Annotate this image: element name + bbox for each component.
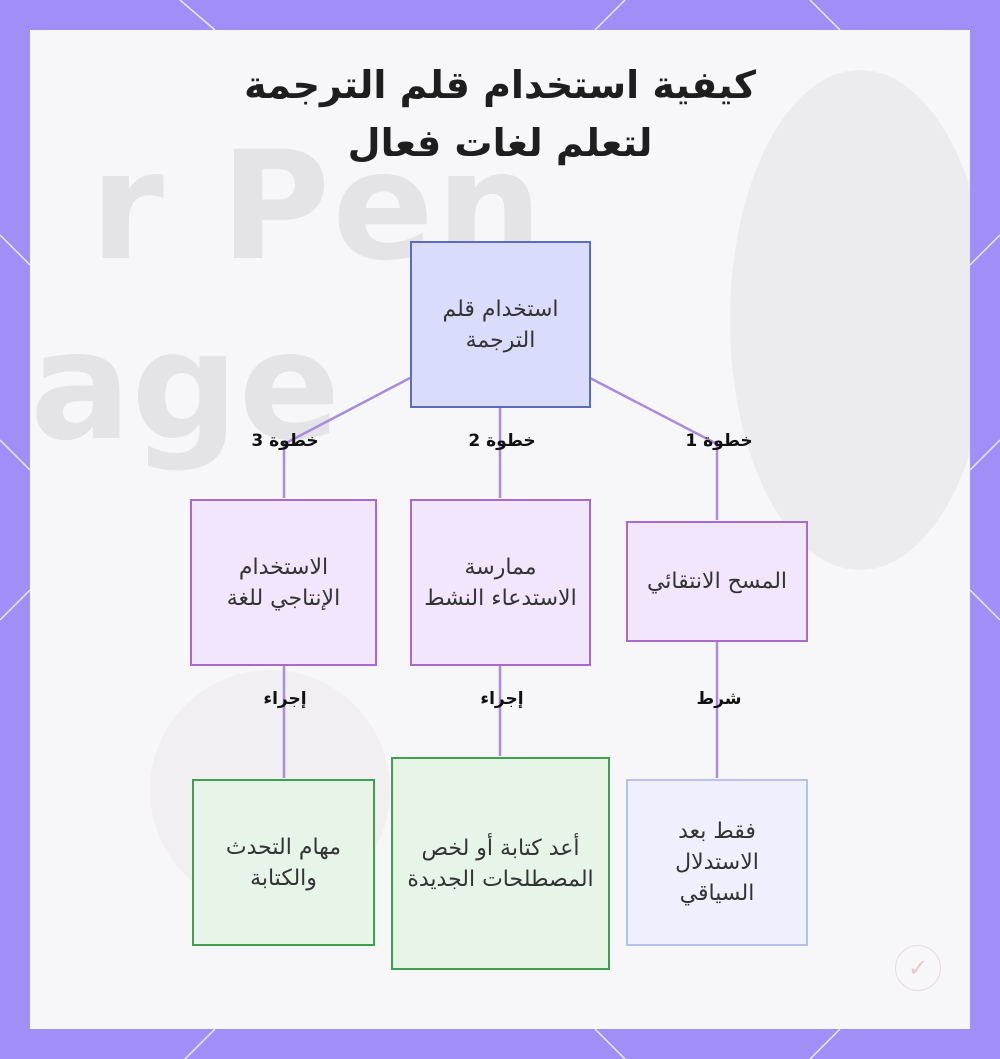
title-line-1: كيفية استخدام قلم الترجمة [244, 63, 756, 107]
node-root: استخدام قلم الترجمة [410, 241, 591, 408]
edge-label-step1: خطوة 1 [685, 431, 753, 451]
title-line-2: لتعلم لغات فعال [347, 121, 653, 165]
node-leaf1: فقط بعد الاستدلال السياقي [626, 779, 808, 946]
edge-label-step1-condition: شرط [696, 689, 742, 709]
edge-root-step3 [282, 376, 411, 498]
node-leaf2: أعد كتابة أو لخص المصطلحات الجديدة [391, 757, 610, 970]
edge-label-step3: خطوة 3 [251, 431, 319, 451]
node-leaf3: مهام التحدث والكتابة [192, 779, 375, 946]
edge-label-step2: خطوة 2 [468, 431, 536, 451]
brand-logo-icon: ✓ [895, 945, 941, 991]
edge-root-step1 [589, 376, 719, 520]
background-decoration: age [30, 300, 341, 474]
node-step2: ممارسة الاستدعاء النشط [410, 499, 591, 666]
background-blur [730, 70, 970, 570]
node-step3: الاستخدام الإنتاجي للغة [190, 499, 377, 666]
edge-label-step3-action: إجراء [263, 689, 307, 709]
diagram-title: كيفية استخدام قلم الترجمة لتعلم لغات فعا… [150, 56, 850, 172]
node-step1: المسح الانتقائي [626, 521, 808, 642]
edge-label-step2-action: إجراء [480, 689, 524, 709]
